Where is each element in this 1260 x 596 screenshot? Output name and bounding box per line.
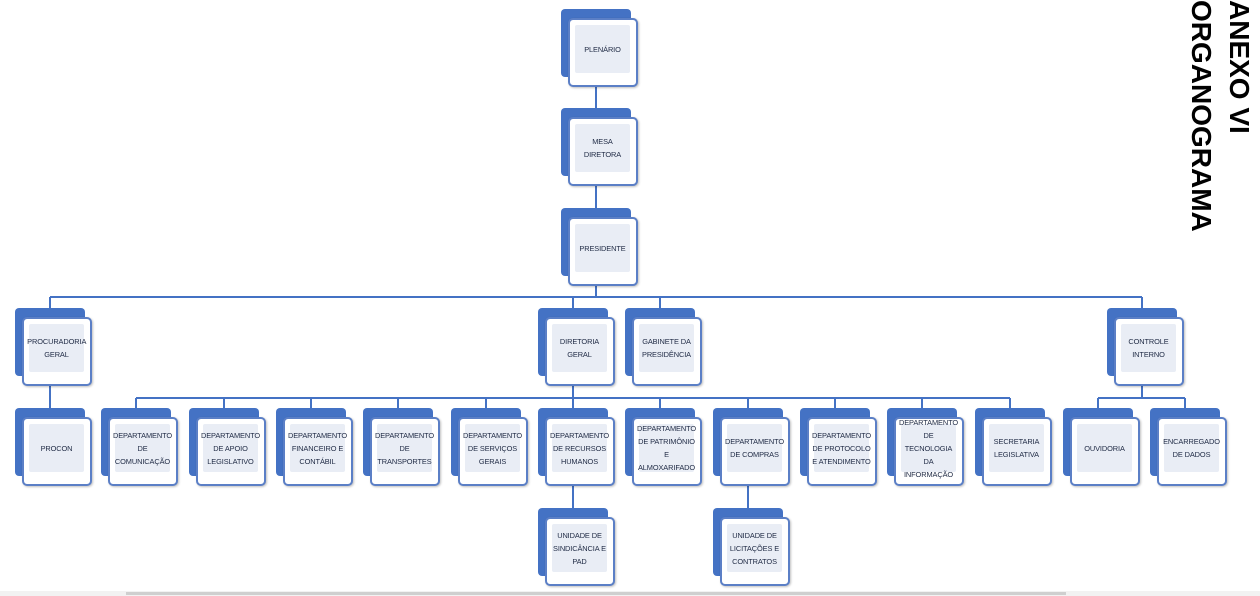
node-label: PROCON [40,443,73,453]
node-label: DEPARTAMENTO DE COMUNICAÇÃO [112,430,173,466]
title-line-anexo: ANEXO VI [1224,0,1255,134]
node-label: SECRETARIA LEGISLATIVA [993,437,1040,459]
node-label: DIRETORIA GERAL [559,337,600,359]
document-title: ANEXO VI ORGANOGRAMA [1158,0,1260,232]
node-label: CONTROLE INTERNO [1128,337,1169,359]
title-line-organograma: ORGANOGRAMA [1186,0,1217,232]
node-label: UNIDADE DE SINDICÂNCIA E PAD [553,530,606,566]
node-label: DEPARTAMENTO DE TECNOLOGIA DA INFORMAÇÃO [898,417,959,479]
node-label: DEPARTAMENTO DE APOIO LEGISLATIVO [200,430,261,466]
node-label: DEPARTAMENTO DE SERVIÇOS GERAIS [462,430,523,466]
node-label: PROCURADORIA GERAL [27,337,87,359]
node-label: MESA DIRETORA [583,137,622,159]
node-label: OUVIDORIA [1084,443,1125,453]
node-label: GABINETE DA PRESIDÊNCIA [641,337,691,359]
node-label: DEPARTAMENTO DE COMPRAS [724,437,785,459]
node-label: UNIDADE DE LICITAÇÕES E CONTRATOS [729,530,780,566]
node-label: DEPARTAMENTO DE RECURSOS HUMANOS [549,430,610,466]
node-label: PLENÁRIO [584,44,621,54]
node-label: ENCARREGADO DE DADOS [1163,437,1220,459]
node-label: DEPARTAMENTO DE TRANSPORTES [374,430,435,466]
bottom-strip [0,591,1260,596]
node-label: DEPARTAMENTO DE PATRIMÔNIO E ALMOXARIFAD… [636,424,697,472]
node-label: DEPARTAMENTO FINANCEIRO E CONTÁBIL [287,430,348,466]
node-label: DEPARTAMENTO DE PROTOCOLO E ATENDIMENTO [811,430,872,466]
node-label: PRESIDENTE [579,243,626,253]
